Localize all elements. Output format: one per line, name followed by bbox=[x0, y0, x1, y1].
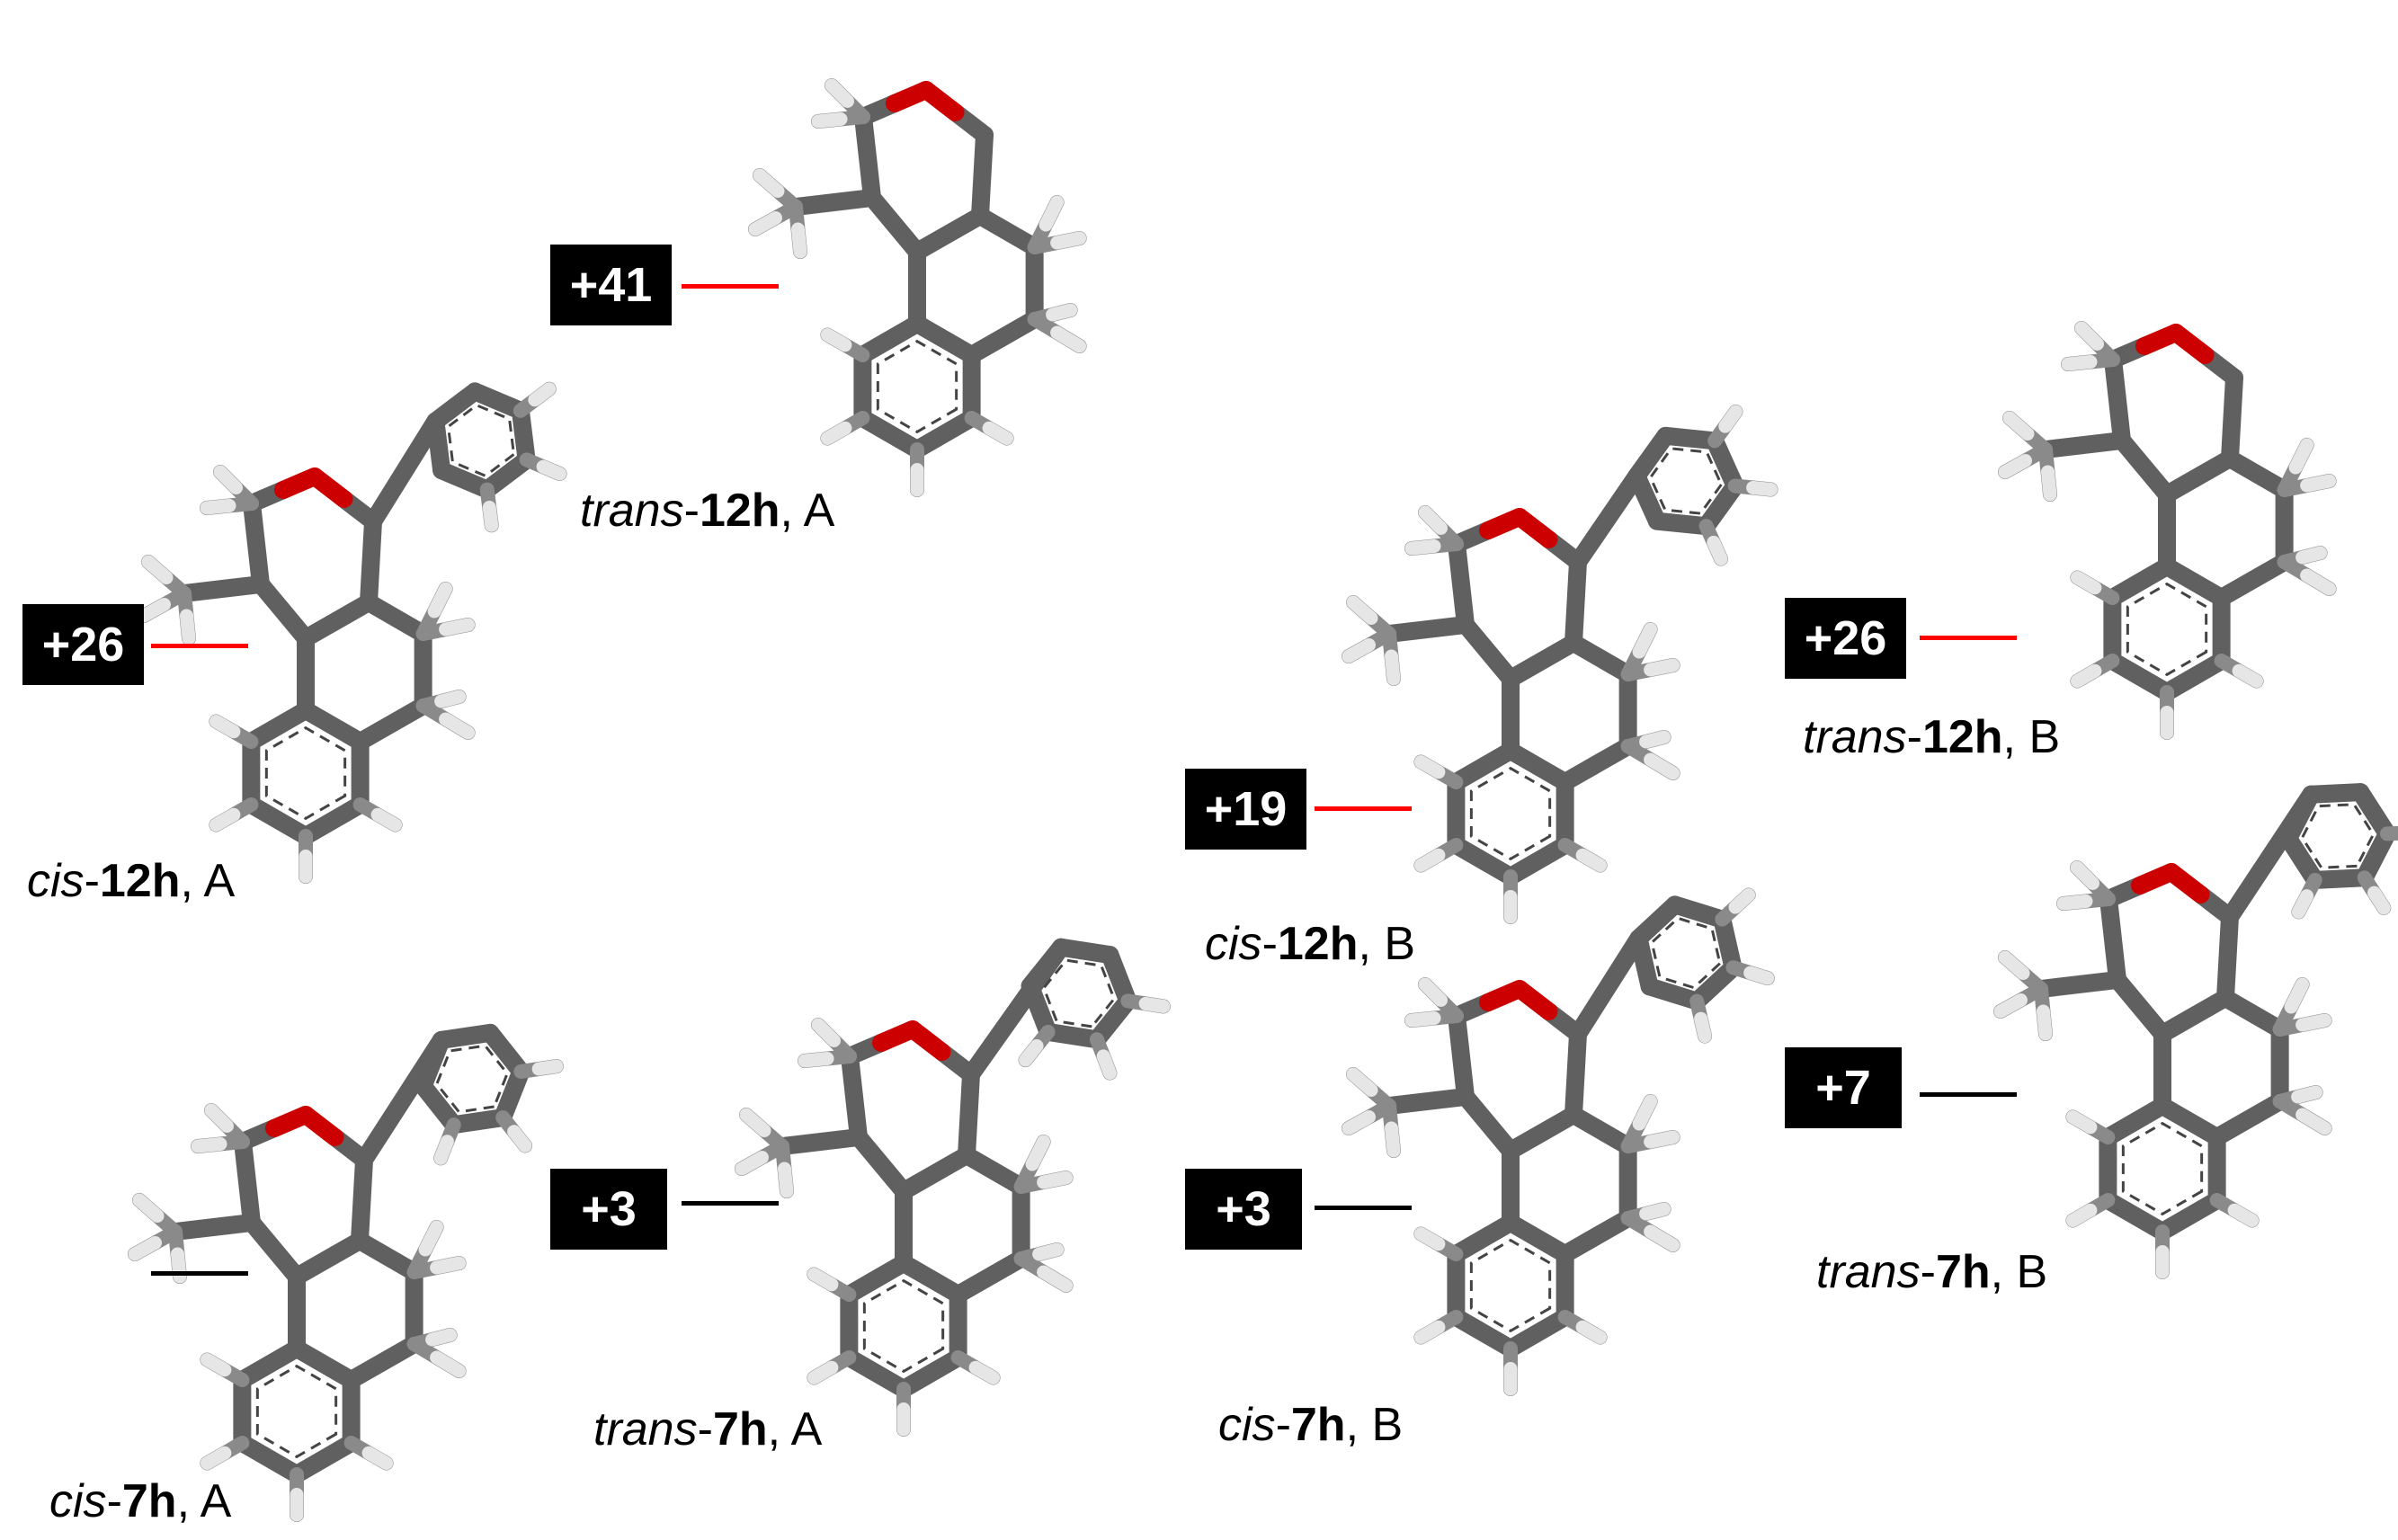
molecule-cis-7h-A bbox=[128, 1023, 564, 1522]
label-trans-7h-A: trans-7h, A bbox=[593, 1403, 823, 1455]
energy-level-line-trans-12h-A bbox=[682, 284, 779, 289]
label-cis-7h-A: cis-7h, A bbox=[49, 1475, 232, 1527]
molecule-cis-7h-B bbox=[1342, 887, 1775, 1396]
energy-level-line-cis-12h-B bbox=[1315, 806, 1412, 811]
molecule-cis-12h-A bbox=[137, 381, 567, 884]
label-trans-12h-B: trans-12h, B bbox=[1803, 711, 2061, 763]
energy-badge-trans-7h-B: +7 bbox=[1785, 1047, 1902, 1128]
energy-badge-trans-12h-B: +26 bbox=[1785, 598, 1906, 679]
label-cis-7h-B: cis-7h, B bbox=[1218, 1399, 1404, 1451]
molecule-trans-7h-A bbox=[735, 938, 1171, 1437]
molecule-trans-12h-A bbox=[748, 78, 1087, 497]
molecule-trans-12h-B bbox=[1998, 321, 2337, 740]
energy-badge-cis-7h-B: +3 bbox=[1185, 1169, 1302, 1250]
energy-badge-cis-12h-B: +19 bbox=[1185, 769, 1306, 850]
energy-badge-trans-12h-A: +41 bbox=[550, 245, 672, 325]
energy-level-line-trans-7h-A bbox=[682, 1201, 779, 1206]
molecule-cis-12h-B bbox=[1342, 404, 1778, 924]
energy-level-line-trans-7h-B bbox=[1920, 1092, 2017, 1097]
energy-badge-trans-7h-A: +3 bbox=[550, 1169, 667, 1250]
energy-level-line-trans-12h-B bbox=[1920, 636, 2017, 640]
energy-badge-cis-12h-A: +26 bbox=[22, 604, 144, 685]
molecule-trans-7h-B bbox=[1993, 783, 2398, 1279]
energy-level-line-cis-7h-A bbox=[151, 1271, 248, 1276]
energy-level-line-cis-12h-A bbox=[151, 644, 248, 648]
label-cis-12h-B: cis-12h, B bbox=[1205, 918, 1416, 970]
label-cis-12h-A: cis-12h, A bbox=[27, 855, 236, 907]
label-trans-12h-A: trans-12h, A bbox=[580, 485, 835, 537]
label-trans-7h-B: trans-7h, B bbox=[1816, 1246, 2048, 1298]
energy-level-line-cis-7h-B bbox=[1315, 1206, 1412, 1210]
